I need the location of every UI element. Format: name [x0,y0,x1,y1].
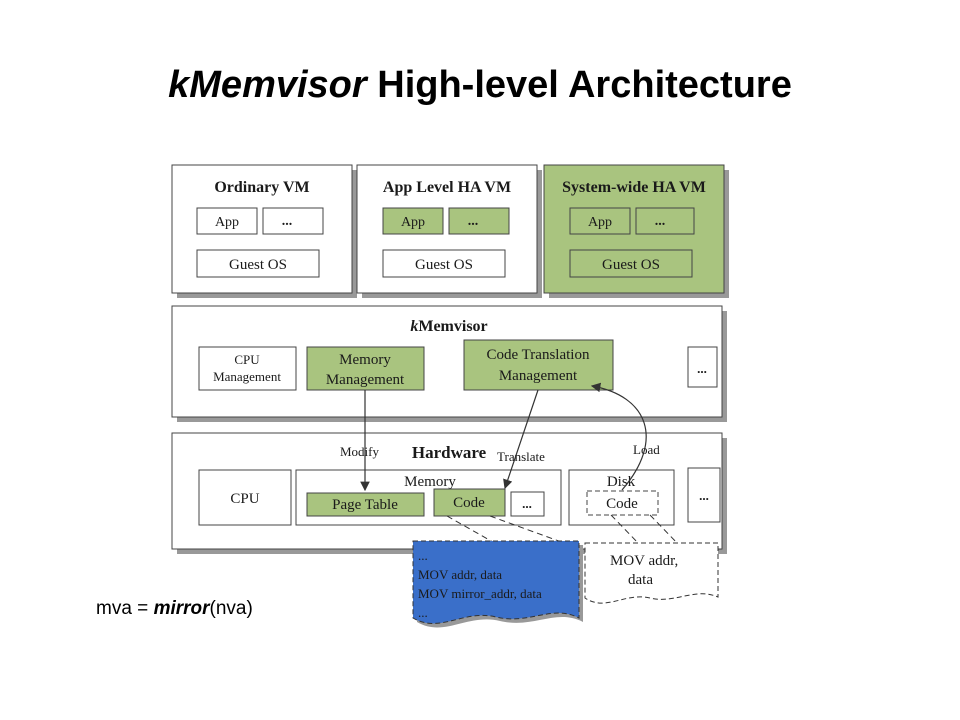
cpu-management-box [198,346,297,391]
page-table-box [306,492,425,517]
translate-arrow [503,389,539,490]
kmemvisor-label: kMemvisor [410,318,487,335]
hardware-more-box [687,467,721,523]
title-line: kMemvisor High-level Architecture [168,64,792,107]
blue-doc-line4: ... [418,605,428,620]
blue-doc-line3: MOV mirror_addr, data [418,586,542,601]
app-level-vm-os: Guest OS [415,257,473,273]
app-level-ha-vm-label: App Level HA VM [383,179,511,196]
app-level-vm-more-box [448,207,510,235]
blue-doc-line2: MOV addr, data [418,567,502,582]
system-vm-os: Guest OS [602,257,660,273]
blue-code-document: ... MOV addr, data MOV mirror_addr, data… [412,540,583,628]
memory-code-box [433,488,506,517]
kmemvisor-more: ... [697,361,707,376]
title-prefix: kMemvisor [168,64,367,106]
memory-management-line1: Memory [339,352,391,368]
disk-code-box [586,490,659,516]
translate-label: Translate [497,449,545,464]
white-code-document: MOV addr, data [584,542,719,604]
memory-management-box [306,346,425,391]
title-rest: High-level Architecture [377,64,792,106]
hardware-label: Hardware [412,443,487,462]
app-level-vm-app: App [401,215,425,230]
memory-management-line2: Management [326,372,405,388]
system-vm-app: App [588,215,612,230]
caption-prefix: mva = [96,598,154,619]
modify-label: Modify [340,444,380,459]
ordinary-vm-more-box [262,207,324,235]
white-doc-line2: data [628,572,653,588]
disk-dash-1 [610,514,642,547]
hardware-layer: Hardware CPU Memory Page Table Code ... … [171,432,727,554]
kmemvisor-label-rest: Memvisor [418,318,487,335]
caption-suffix: (nva) [209,598,253,619]
kmemvisor-label-italic: k [410,318,418,335]
white-doc-line1: MOV addr, [610,553,678,569]
arrows: Modify Translate Load [340,382,681,549]
kmemvisor-more-box [687,346,718,388]
system-wide-ha-vm: System-wide HA VM App ... Guest OS [543,164,729,298]
system-vm-os-box [569,249,693,278]
code-dash-2 [489,515,579,549]
code-translation-line1: Code Translation [487,347,590,363]
disk-dash-2 [649,514,681,547]
app-level-ha-vm: App Level HA VM App ... Guest OS [356,164,542,298]
system-vm-app-box [569,207,631,235]
cpu-box [198,469,292,526]
kmemvisor-layer: kMemvisor CPU Management Memory Manageme… [171,305,727,422]
system-wide-ha-vm-label: System-wide HA VM [562,179,706,196]
caption: mva = mirror(nva) [96,598,253,620]
ordinary-vm-os-box [196,249,320,278]
ordinary-vm: Ordinary VM App ... Guest OS [171,164,357,298]
memory-more: ... [522,496,532,511]
code-translation-line2: Management [499,368,578,384]
disk-label: Disk [607,474,636,490]
memory-code-label: Code [453,495,485,511]
ordinary-vm-label: Ordinary VM [214,179,309,196]
ordinary-vm-more: ... [282,214,293,229]
cpu-label: CPU [230,491,259,507]
caption-fn: mirror [153,598,210,619]
app-level-vm-os-box [382,249,506,278]
page-table-label: Page Table [332,497,398,513]
app-level-vm-app-box [382,207,444,235]
system-vm-more: ... [655,214,666,229]
hardware-more: ... [699,488,709,503]
load-arrow [590,382,647,491]
ordinary-vm-app: App [215,215,239,230]
memory-more-box [510,491,545,517]
blue-doc-line1: ... [418,548,428,563]
cpu-management-line2: Management [213,369,281,384]
app-level-vm-more: ... [468,214,479,229]
code-translation-box [463,339,614,391]
system-vm-more-box [635,207,695,235]
disk-code-label: Code [606,496,638,512]
ordinary-vm-app-box [196,207,258,235]
cpu-management-line1: CPU [234,352,260,367]
memory-label: Memory [404,474,456,490]
page-title: kMemvisor High-level Architecture [0,64,960,107]
ordinary-vm-os: Guest OS [229,257,287,273]
load-label: Load [633,442,660,457]
